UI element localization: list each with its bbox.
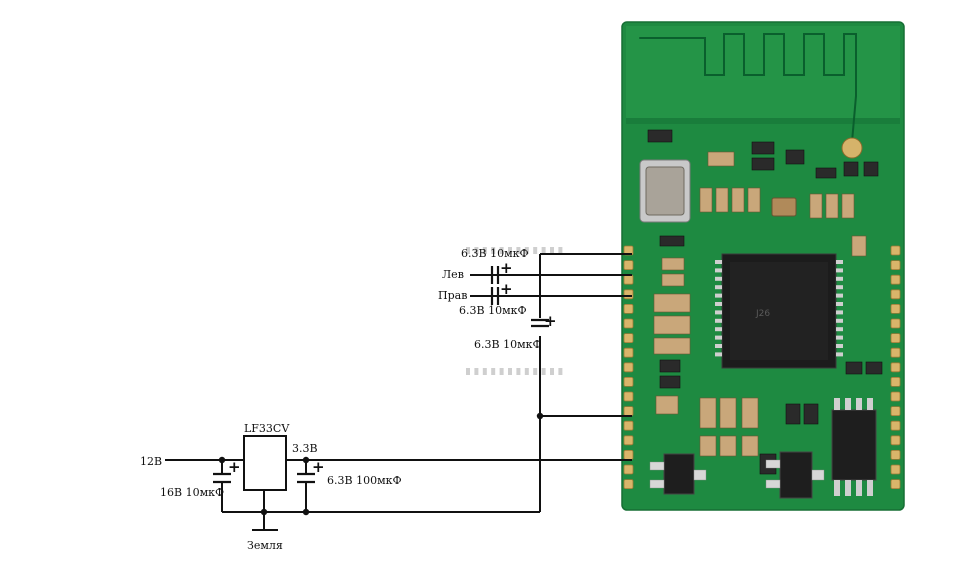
edge-pad [890,362,901,373]
edge-pad [623,449,634,460]
edge-pad [623,464,634,475]
svg-text:+: + [312,458,325,476]
edge-pad [623,289,634,300]
edge-pad [890,479,901,490]
edge-pad [890,435,901,446]
edge-pad [890,333,901,344]
edge-pad [623,376,634,387]
capacitor-input: + [213,458,241,484]
capacitor-right-channel: + [490,280,513,305]
edge-pad [623,260,634,271]
edge-pad [890,376,901,387]
edge-pad [890,391,901,402]
smd-components-top [647,129,879,257]
label-right-channel: Прав [438,289,467,302]
bluetooth-module-board: J26 [466,21,905,511]
edge-pad [890,274,901,285]
antenna-trace [639,33,857,143]
edge-pad [890,464,901,475]
svg-text:+: + [544,312,557,330]
edge-pad [623,333,634,344]
edge-pad [623,303,634,314]
edge-pad [890,449,901,460]
edge-pad [890,245,901,256]
capacitor-left-channel: + [490,259,513,284]
label-cap-vertical: 6.3В 10мкФ [474,338,542,351]
edge-pad [623,347,634,358]
edge-pad [623,420,634,431]
edge-pads-left [623,245,634,490]
edge-pad [623,435,634,446]
svg-text:+: + [228,458,241,476]
edge-pad [623,274,634,285]
label-left-channel: Лев [442,268,464,281]
label-ground: Земля [247,539,283,552]
edge-pad [890,406,901,417]
junction-dot [536,412,544,420]
edge-pad [890,260,901,271]
capacitor-bus: + [531,312,557,330]
svg-text:+: + [500,280,513,298]
edge-pad [623,318,634,329]
soic-chip [831,398,877,496]
main-bluetooth-chip: J26 [466,247,843,375]
chip-marking: J26 [755,309,770,319]
label-cap-top: 6.3В 10мкФ [461,247,529,260]
regulator-lf33cv: LF33CV [243,422,306,491]
smd-components-right [699,361,883,475]
edge-pad [890,347,901,358]
junction-dot [260,508,268,516]
label-12v: 12В [140,455,162,468]
label-cap-mid: 6.3В 10мкФ [459,304,527,317]
labels: 6.3В 10мкФ Лев Прав 6.3В 10мкФ 6.3В 10мк… [140,247,542,552]
wiring [165,253,632,531]
capacitor-output: + [297,458,325,484]
junction-dot [302,508,310,516]
smd-components-left [653,257,691,415]
edge-pad [623,479,634,490]
label-cap-output: 6.3В 100мкФ [327,474,402,487]
edge-pad [890,303,901,314]
junction-dot [218,456,226,464]
sot-transistor-right [765,451,825,499]
edge-pad [623,362,634,373]
sot-transistor-left [649,453,707,495]
regulator-label: LF33CV [244,422,290,435]
edge-pad [890,289,901,300]
svg-text:+: + [500,259,513,277]
antenna-feed-pad [841,137,863,159]
edge-pad [890,318,901,329]
edge-pad [623,391,634,402]
edge-pads-right [890,245,901,490]
label-cap-input: 16В 10мкФ [160,486,224,499]
edge-pad [623,406,634,417]
crystal-oscillator [639,159,691,223]
edge-pad [890,420,901,431]
label-3v3: 3.3В [292,442,318,455]
